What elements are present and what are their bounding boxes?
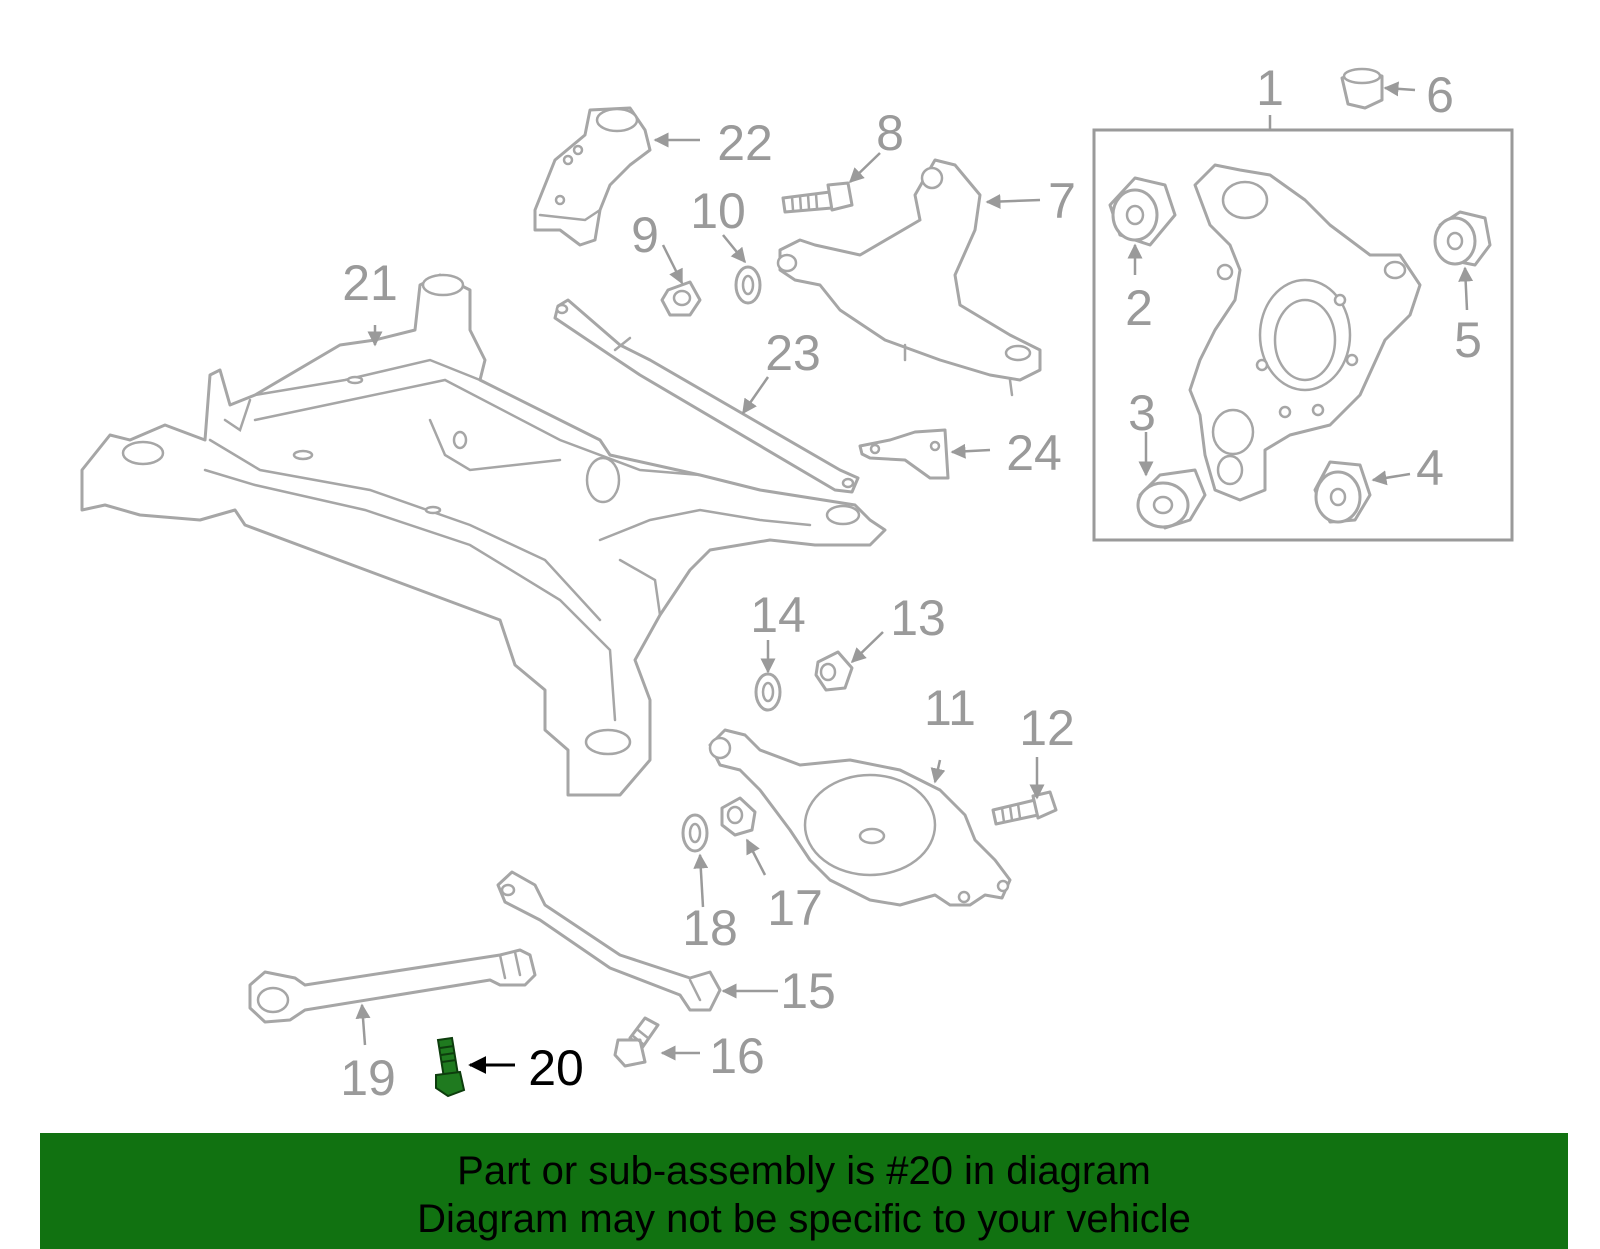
knuckle-assembly-box	[1092, 128, 1514, 542]
callout-24: 24	[1006, 425, 1062, 481]
part-12-bolt	[991, 790, 1058, 826]
callout-18: 18	[682, 900, 738, 956]
callout-20: 20	[528, 1040, 584, 1096]
part-22-bracket	[533, 106, 652, 247]
part-8-bolt	[781, 181, 854, 214]
callout-2: 2	[1125, 280, 1153, 336]
callout-10: 10	[690, 183, 746, 239]
callout-16: 16	[709, 1028, 765, 1084]
part-21-subframe	[80, 273, 887, 797]
part-24-plate	[858, 428, 950, 480]
part-1-knuckle	[1188, 163, 1422, 502]
part-2-bushing	[1108, 176, 1177, 247]
callout-1: 1	[1256, 60, 1284, 116]
callout-12: 12	[1019, 700, 1075, 756]
callout-14: 14	[750, 587, 806, 643]
callout-22: 22	[717, 115, 773, 171]
callout-labels: 1 2 3 4 5 6 7 8 9 10 11 12 13 14 15 16 1…	[340, 60, 1482, 1106]
part-23-rod	[553, 298, 860, 494]
callout-19: 19	[340, 1050, 396, 1106]
part-20-bolt	[435, 1036, 466, 1098]
callout-9: 9	[631, 207, 659, 263]
part-11-lower-arm	[708, 728, 1012, 907]
part-4-bushing	[1313, 460, 1372, 524]
part-10-washer	[734, 265, 762, 305]
part-3-bushing	[1136, 468, 1207, 530]
callout-8: 8	[876, 105, 904, 161]
callout-13: 13	[890, 590, 946, 646]
callout-23: 23	[765, 325, 821, 381]
part-15-link	[496, 870, 722, 1012]
part-13-nut	[814, 650, 854, 692]
callout-4: 4	[1416, 440, 1444, 496]
callout-17: 17	[767, 880, 823, 936]
part-14-washer	[754, 672, 782, 712]
part-9-nut	[660, 280, 702, 317]
callout-3: 3	[1128, 385, 1156, 441]
part-18-washer	[681, 813, 709, 853]
part-19-link	[248, 948, 537, 1024]
part-5-bushing	[1433, 210, 1492, 267]
callout-5: 5	[1454, 312, 1482, 368]
part-17-nut	[720, 796, 757, 837]
part-6-cap	[1340, 67, 1384, 110]
callout-11: 11	[924, 680, 976, 736]
part-7-upper-arm	[776, 158, 1042, 397]
banner-line-1: Part or sub-assembly is #20 in diagram	[457, 1149, 1151, 1193]
leader-lines	[355, 81, 1474, 1074]
info-banner: Part or sub-assembly is #20 in diagram D…	[40, 1133, 1568, 1249]
callout-6: 6	[1426, 67, 1454, 123]
callout-21: 21	[342, 255, 398, 311]
callout-15: 15	[780, 963, 836, 1019]
callout-7: 7	[1048, 173, 1076, 229]
banner-line-2: Diagram may not be specific to your vehi…	[417, 1197, 1191, 1241]
part-16-bolt	[613, 1016, 660, 1068]
